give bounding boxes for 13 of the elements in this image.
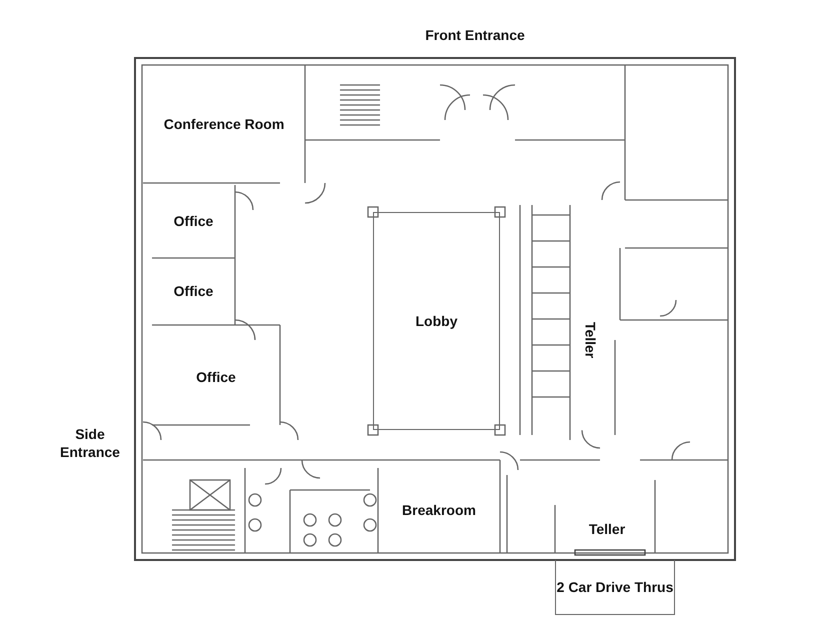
room-label: Teller	[581, 322, 600, 358]
room	[373, 212, 500, 430]
room-label: Office	[196, 368, 236, 387]
room-label: Office	[174, 282, 214, 301]
room-label: Breakroom	[402, 501, 476, 520]
room-label: Office	[174, 212, 214, 231]
room-label: 2 Car Drive Thrus	[556, 578, 674, 596]
room-label: Lobby	[416, 312, 458, 330]
room-label: Conference Room	[164, 114, 284, 134]
entrance-label: Front Entrance	[424, 26, 526, 44]
entrance-label: Side Entrance	[59, 425, 121, 462]
drive-thru-lane	[555, 560, 675, 615]
room-label: Teller	[588, 520, 626, 538]
